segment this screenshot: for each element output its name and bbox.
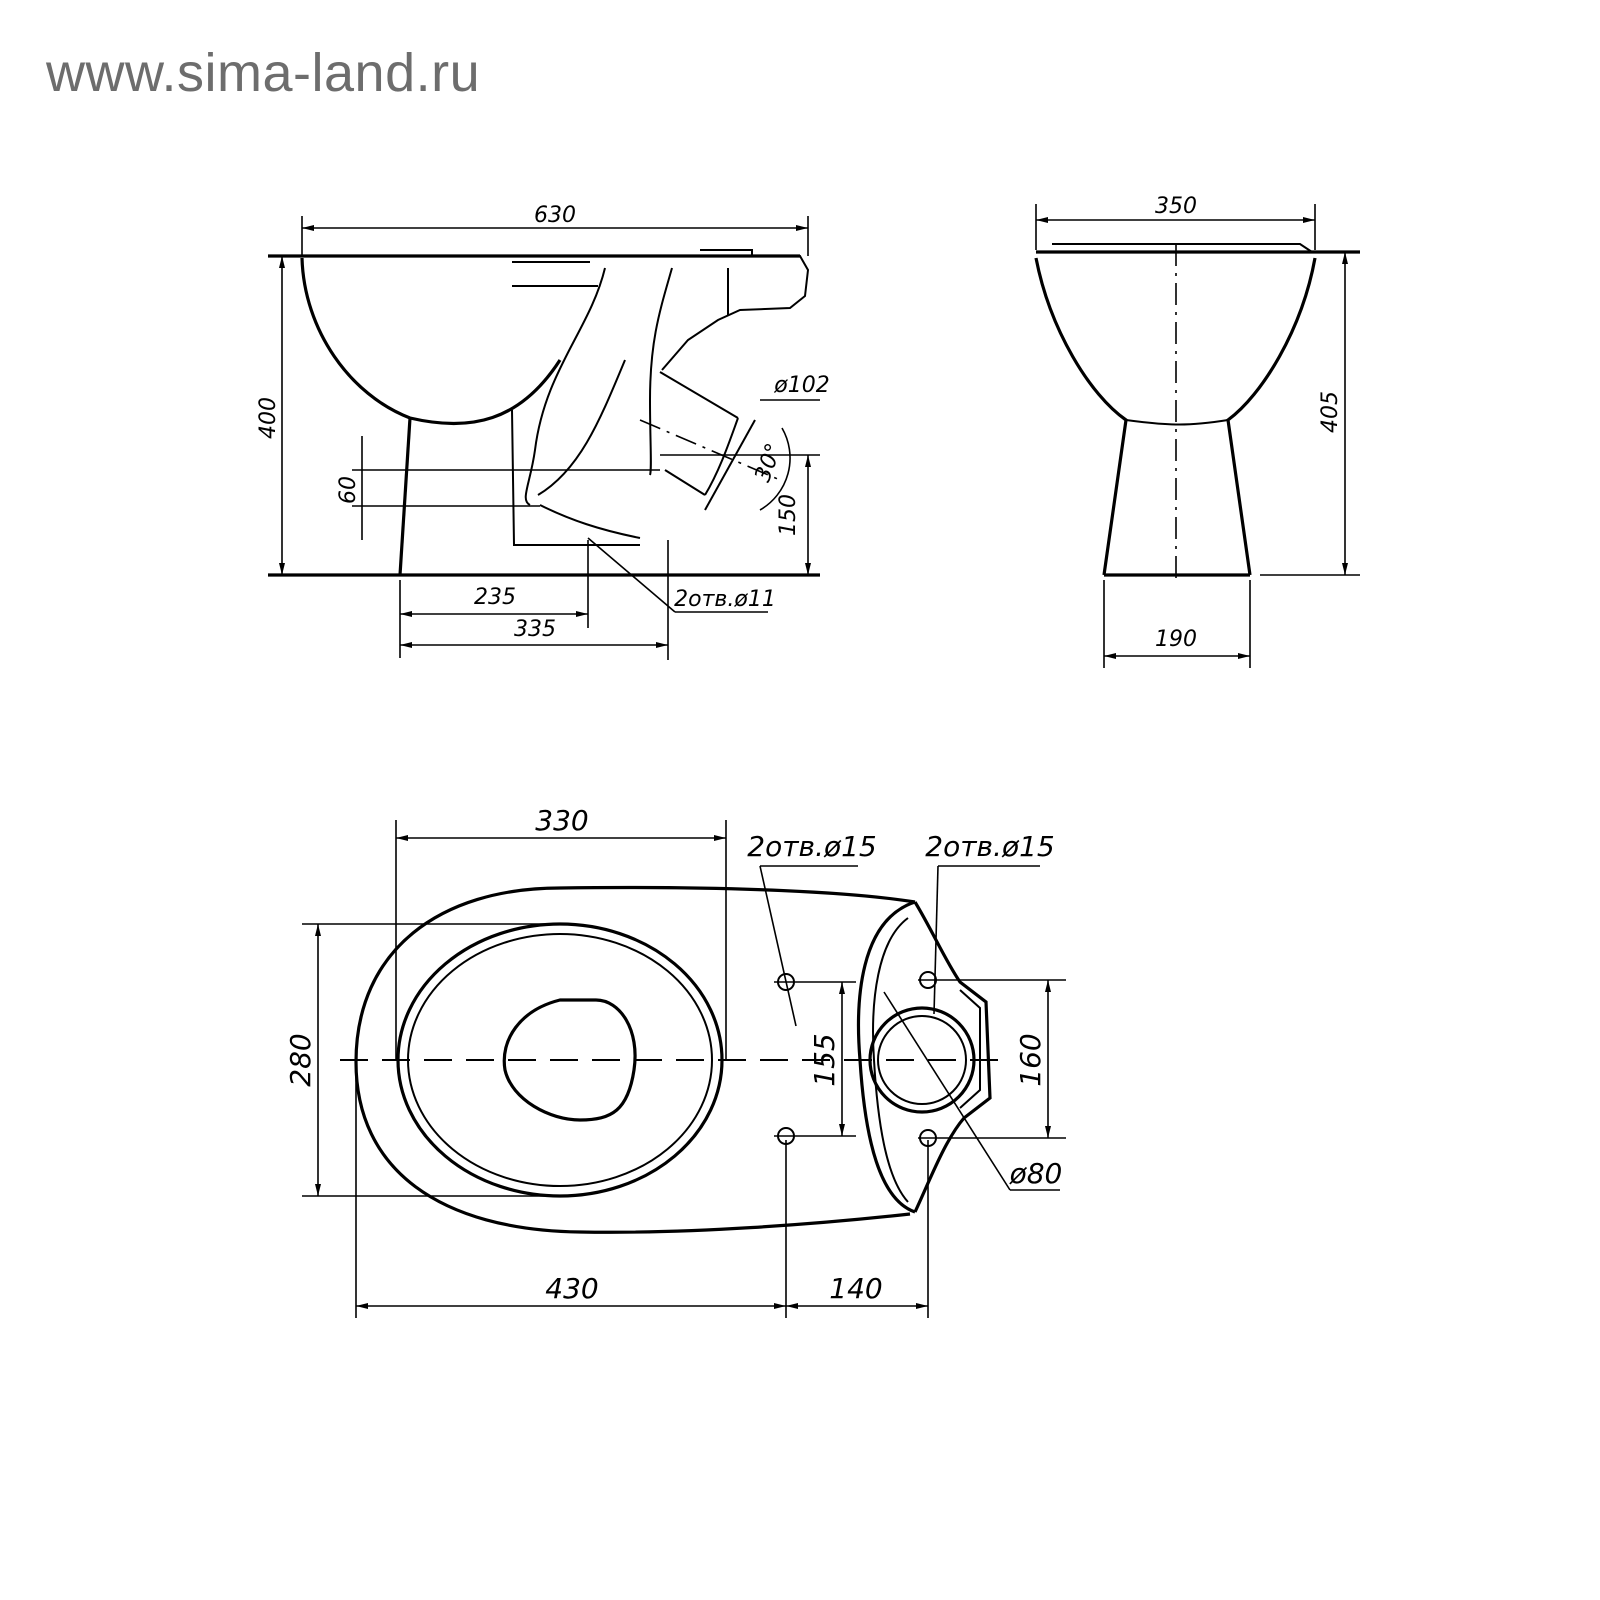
outlet-angle-label: 30° xyxy=(750,440,787,485)
side-335-label: 335 xyxy=(514,617,556,642)
side-60-label: 60 xyxy=(336,476,361,504)
top-holes-note-right: 2отв.ø15 xyxy=(925,830,1054,863)
top-width-label: 280 xyxy=(284,1033,317,1086)
watermark-text: www.sima-land.ru xyxy=(46,43,481,103)
front-view xyxy=(1034,204,1360,668)
front-base-label: 190 xyxy=(1155,627,1197,652)
top-spacing-right-label: 160 xyxy=(1014,1033,1047,1086)
top-view xyxy=(302,820,1066,1318)
top-offset-label: 140 xyxy=(829,1272,882,1305)
side-holes-note: 2отв.ø11 xyxy=(674,587,776,612)
side-view xyxy=(268,216,820,660)
side-235-label: 235 xyxy=(474,585,516,610)
front-width-label: 350 xyxy=(1155,194,1197,219)
front-height-label: 405 xyxy=(1318,391,1343,433)
top-holes-note-left: 2отв.ø15 xyxy=(747,830,876,863)
inlet-diameter-label: ø80 xyxy=(1009,1157,1063,1190)
side-150-label: 150 xyxy=(776,494,801,536)
side-width-label: 630 xyxy=(534,203,576,228)
outlet-diameter-label: ø102 xyxy=(773,373,829,398)
side-height-label: 400 xyxy=(256,397,281,439)
top-bowl-label: 330 xyxy=(535,804,588,837)
top-spacing-left-label: 155 xyxy=(808,1033,841,1086)
top-length-label: 430 xyxy=(545,1272,598,1305)
